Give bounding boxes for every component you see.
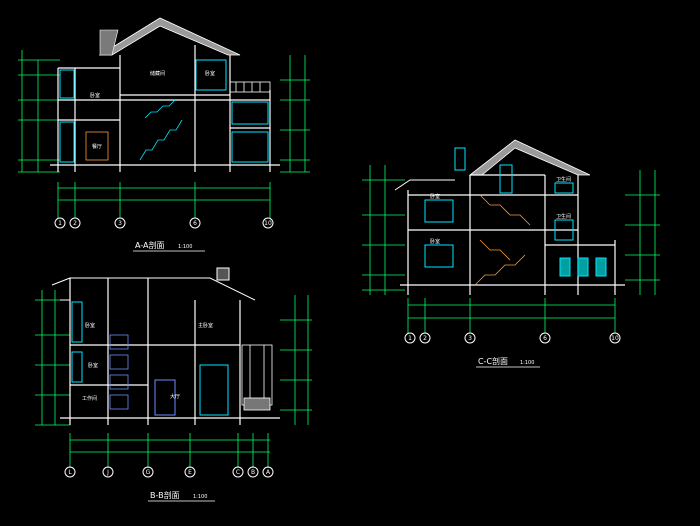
cc-room-labels: 卧室 卫生间 卧室 卫生间 <box>430 176 571 245</box>
bb-axis-label: J <box>106 469 109 476</box>
cc-axis-label: 2 <box>423 335 427 342</box>
cc-stairs <box>474 194 531 286</box>
bb-axis-bubbles: L J G E C B A <box>64 466 274 478</box>
bb-axis-label: A <box>266 469 271 476</box>
aa-axis-label: 2 <box>73 220 77 227</box>
bb-scale: 1:100 <box>193 494 207 500</box>
bb-room-label: 卧室 <box>88 362 98 369</box>
bb-axis-label: E <box>188 469 192 476</box>
cc-scale: 1:100 <box>520 360 534 366</box>
aa-structure <box>50 45 280 172</box>
aa-room-label: 储藏间 <box>150 70 165 77</box>
bb-room-label: 主卧室 <box>198 322 213 329</box>
aa-room-label: 餐厅 <box>92 143 102 150</box>
bb-structure <box>60 278 280 425</box>
bb-title: B-B剖面 <box>150 490 180 500</box>
aa-axis-label: 1 <box>58 220 62 227</box>
bb-bottom-dimensions <box>69 433 270 468</box>
aa-roof <box>98 17 241 56</box>
aa-left-dimensions <box>18 50 60 173</box>
section-aa: 卧室 储藏间 卧室 餐厅 1 2 3 6 <box>18 17 310 252</box>
cc-right-dimensions <box>625 170 660 295</box>
cc-axis-label: 1 <box>408 335 412 342</box>
aa-bottom-dimensions <box>57 182 271 218</box>
bb-axis-label: C <box>236 469 240 476</box>
aa-title: A-A剖面 <box>135 240 164 250</box>
bb-room-label: 卧室 <box>85 322 95 329</box>
section-bb: 卧室 主卧室 卧室 工作间 大厅 L J <box>35 267 312 502</box>
aa-balcony <box>229 81 271 93</box>
bb-axis-label: L <box>68 469 72 476</box>
section-cc: 卧室 卫生间 卧室 卫生间 1 2 3 6 10 <box>362 139 660 368</box>
cc-axis-label: 10 <box>611 335 619 342</box>
cc-structure <box>400 174 625 295</box>
bb-stairs <box>109 334 129 410</box>
bb-porch <box>241 344 273 411</box>
cc-room-label: 卧室 <box>430 193 440 200</box>
cc-left-dimensions <box>362 165 405 295</box>
bb-windows <box>71 301 229 416</box>
aa-room-label: 卧室 <box>90 92 100 99</box>
aa-windows <box>59 59 269 163</box>
cc-room-label: 卧室 <box>430 238 440 245</box>
bb-room-labels: 卧室 主卧室 卧室 工作间 大厅 <box>82 322 213 402</box>
bb-room-label: 大厅 <box>170 393 180 400</box>
aa-scale: 1:100 <box>178 244 192 250</box>
bb-roof <box>51 267 256 301</box>
aa-room-labels: 卧室 储藏间 卧室 餐厅 <box>90 70 215 150</box>
aa-right-dimensions <box>280 55 310 173</box>
aa-axis-label: 6 <box>193 220 197 227</box>
cc-axis-label: 6 <box>543 335 547 342</box>
cc-title: C-C剖面 <box>478 356 508 366</box>
aa-axis-label: 10 <box>264 220 272 227</box>
bb-left-dimensions <box>35 290 70 426</box>
aa-room-label: 卧室 <box>205 70 215 77</box>
cc-windows <box>424 164 607 277</box>
cc-room-label: 卫生间 <box>556 176 571 183</box>
bb-axis-label: B <box>251 469 255 476</box>
bb-room-label: 工作间 <box>82 395 97 402</box>
aa-axis-bubbles: 1 2 3 6 10 <box>54 217 274 229</box>
bb-axis-label: G <box>146 469 151 476</box>
cc-room-label: 卫生间 <box>556 213 571 220</box>
cc-axis-label: 3 <box>468 335 472 342</box>
cc-bottom-dimensions <box>407 298 616 333</box>
cc-axis-bubbles: 1 2 3 6 10 <box>404 332 621 344</box>
aa-axis-label: 3 <box>118 220 122 227</box>
aa-stairs <box>85 99 183 161</box>
bb-right-dimensions <box>280 295 312 425</box>
